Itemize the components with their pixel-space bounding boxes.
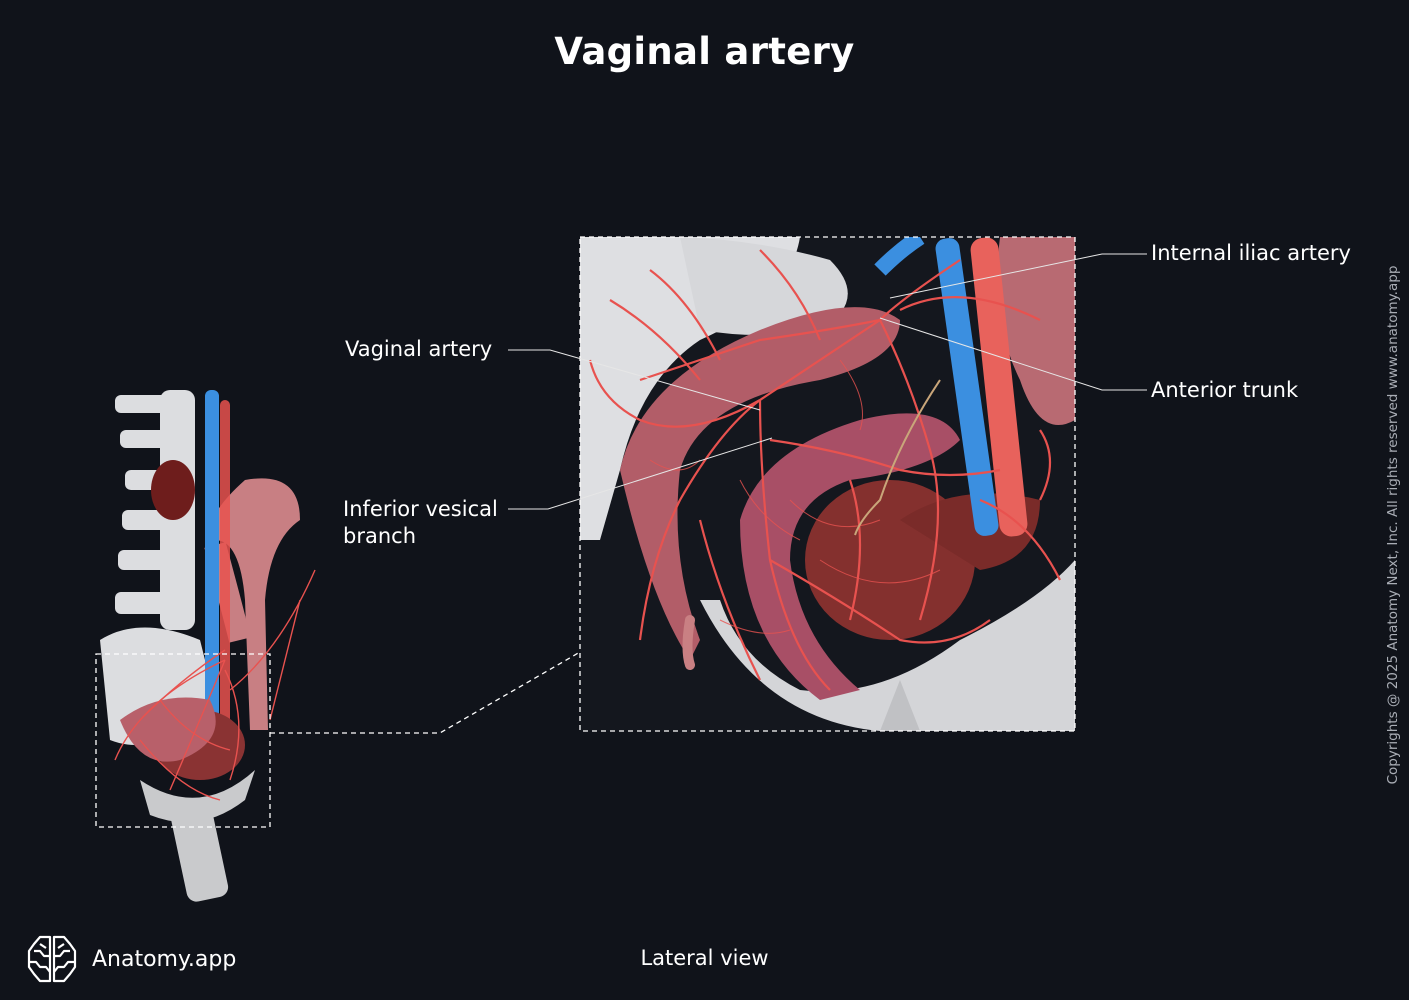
overview-figure [100,390,316,902]
leader-internal-iliac-artery [889,253,1147,299]
detail-figure [580,237,1075,731]
view-caption: Lateral view [640,946,769,970]
leader-anterior-trunk [879,317,1147,391]
detail-zoom-box [579,236,1076,732]
brand-logo: Anatomy.app [26,934,236,984]
copyright-text: Copyrights @ 2025 Anatomy Next, Inc. All… [1385,265,1401,785]
brand-name: Anatomy.app [92,946,237,972]
label-internal-iliac-artery: Internal iliac artery [1151,241,1351,265]
overview-zoom-box [95,653,271,828]
zoom-connector-line [270,651,581,734]
label-line-2: branch [343,524,416,548]
label-vaginal-artery: Vaginal artery [345,337,493,361]
page-title: Vaginal artery [554,30,855,73]
label-anterior-trunk: Anterior trunk [1151,378,1299,402]
leader-vaginal-artery [508,349,761,411]
leader-inferior-vesical-branch [508,437,773,510]
label-line-1: Inferior vesical [343,497,498,521]
label-inferior-vesical-branch: Inferior vesical branch [343,496,498,550]
brain-icon [27,935,77,983]
